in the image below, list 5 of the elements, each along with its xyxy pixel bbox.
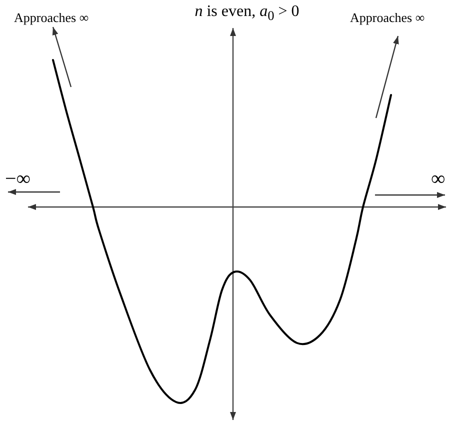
limit-label: Approaches ∞ [350, 11, 425, 25]
limit-label: Approaches ∞ [14, 11, 89, 25]
plot-title: n is even, a$_{0}$ > 0 [194, 4, 300, 24]
infinity-label: −∞ [5, 169, 31, 190]
infinity-label: ∞ [431, 169, 446, 190]
